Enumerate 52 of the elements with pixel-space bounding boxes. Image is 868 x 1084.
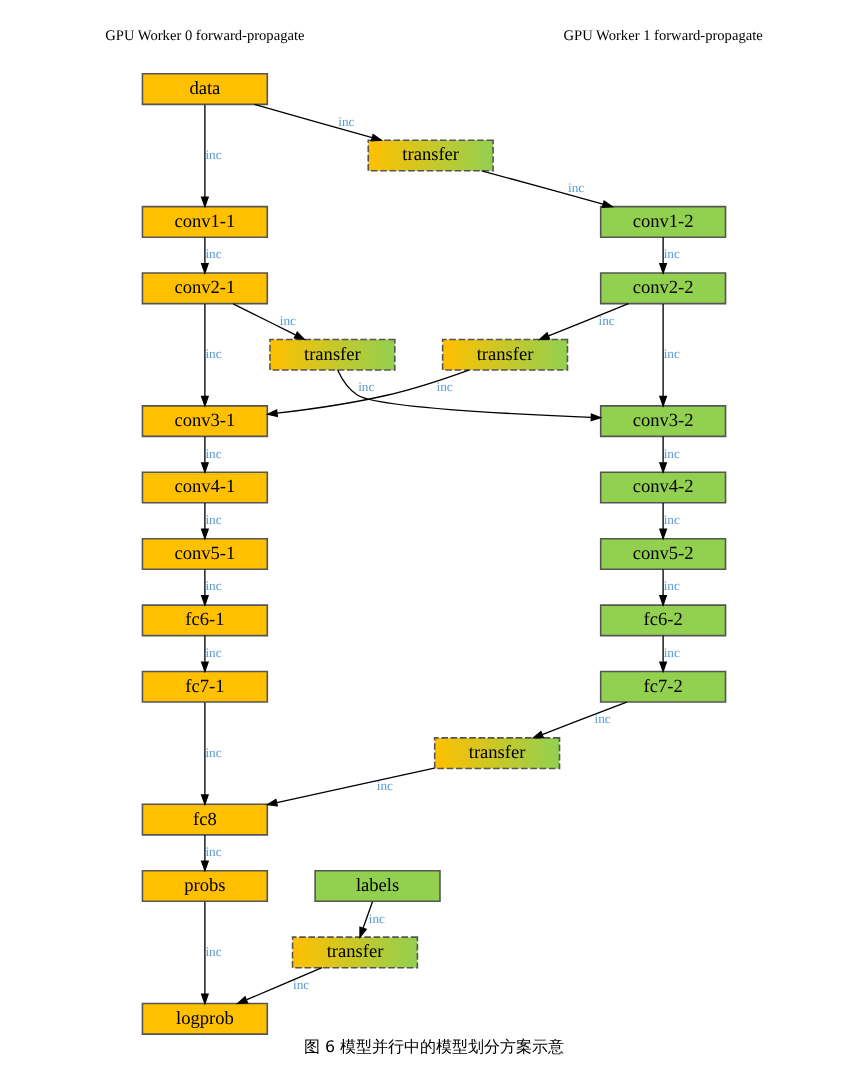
arrow	[537, 302, 630, 341]
arrow	[658, 568, 668, 607]
node-box: conv3-2	[599, 405, 727, 438]
label: GPU Worker 0 forward-propagate	[105, 26, 305, 45]
arrow	[200, 834, 210, 873]
arrow	[200, 435, 210, 475]
node-box: fc6-1	[141, 604, 269, 637]
arrow	[658, 435, 668, 475]
arrow	[200, 701, 210, 807]
node-box: transfer	[269, 338, 396, 371]
node-box: fc7-1	[141, 670, 269, 703]
arrow	[200, 901, 210, 1006]
node-box: conv3-1	[141, 405, 269, 438]
arrow	[658, 502, 668, 541]
node-box: logprob	[141, 1002, 269, 1035]
node-box: transfer	[291, 936, 419, 969]
arrow	[359, 900, 374, 939]
node-box: conv2-1	[141, 272, 269, 305]
arrow	[200, 236, 210, 275]
arrow	[253, 103, 384, 142]
node-box: fc7-2	[599, 670, 727, 703]
arrow	[265, 369, 470, 418]
arrow	[200, 635, 210, 674]
arrow	[481, 170, 615, 208]
arrow	[658, 236, 668, 275]
arrow	[200, 303, 210, 408]
node-box: conv1-2	[599, 205, 727, 238]
node-box: conv4-1	[141, 471, 269, 504]
node-box: conv5-1	[141, 537, 269, 571]
node-box: fc8	[141, 803, 269, 836]
node-box: fc6-2	[599, 604, 727, 637]
arrow	[200, 568, 210, 607]
arrow	[658, 303, 668, 408]
node-box: probs	[141, 869, 269, 903]
node-box: transfer	[441, 338, 569, 371]
node-box: conv4-2	[599, 471, 727, 504]
arrow	[531, 701, 628, 739]
arrow	[336, 369, 603, 422]
arrow	[200, 104, 210, 209]
arrow	[232, 303, 306, 341]
node-box: conv2-2	[599, 272, 727, 305]
label: GPU Worker 1 forward-propagate	[563, 26, 763, 45]
arrow	[200, 502, 210, 541]
arrow	[235, 967, 323, 1005]
arrow	[265, 767, 436, 807]
node-box: transfer	[367, 139, 494, 172]
node-box: conv5-2	[599, 537, 727, 571]
node-box: data	[141, 73, 269, 106]
node-box: labels	[314, 869, 441, 903]
node-box: transfer	[433, 737, 561, 770]
arrow	[658, 635, 668, 674]
node-box: conv1-1	[141, 205, 269, 238]
